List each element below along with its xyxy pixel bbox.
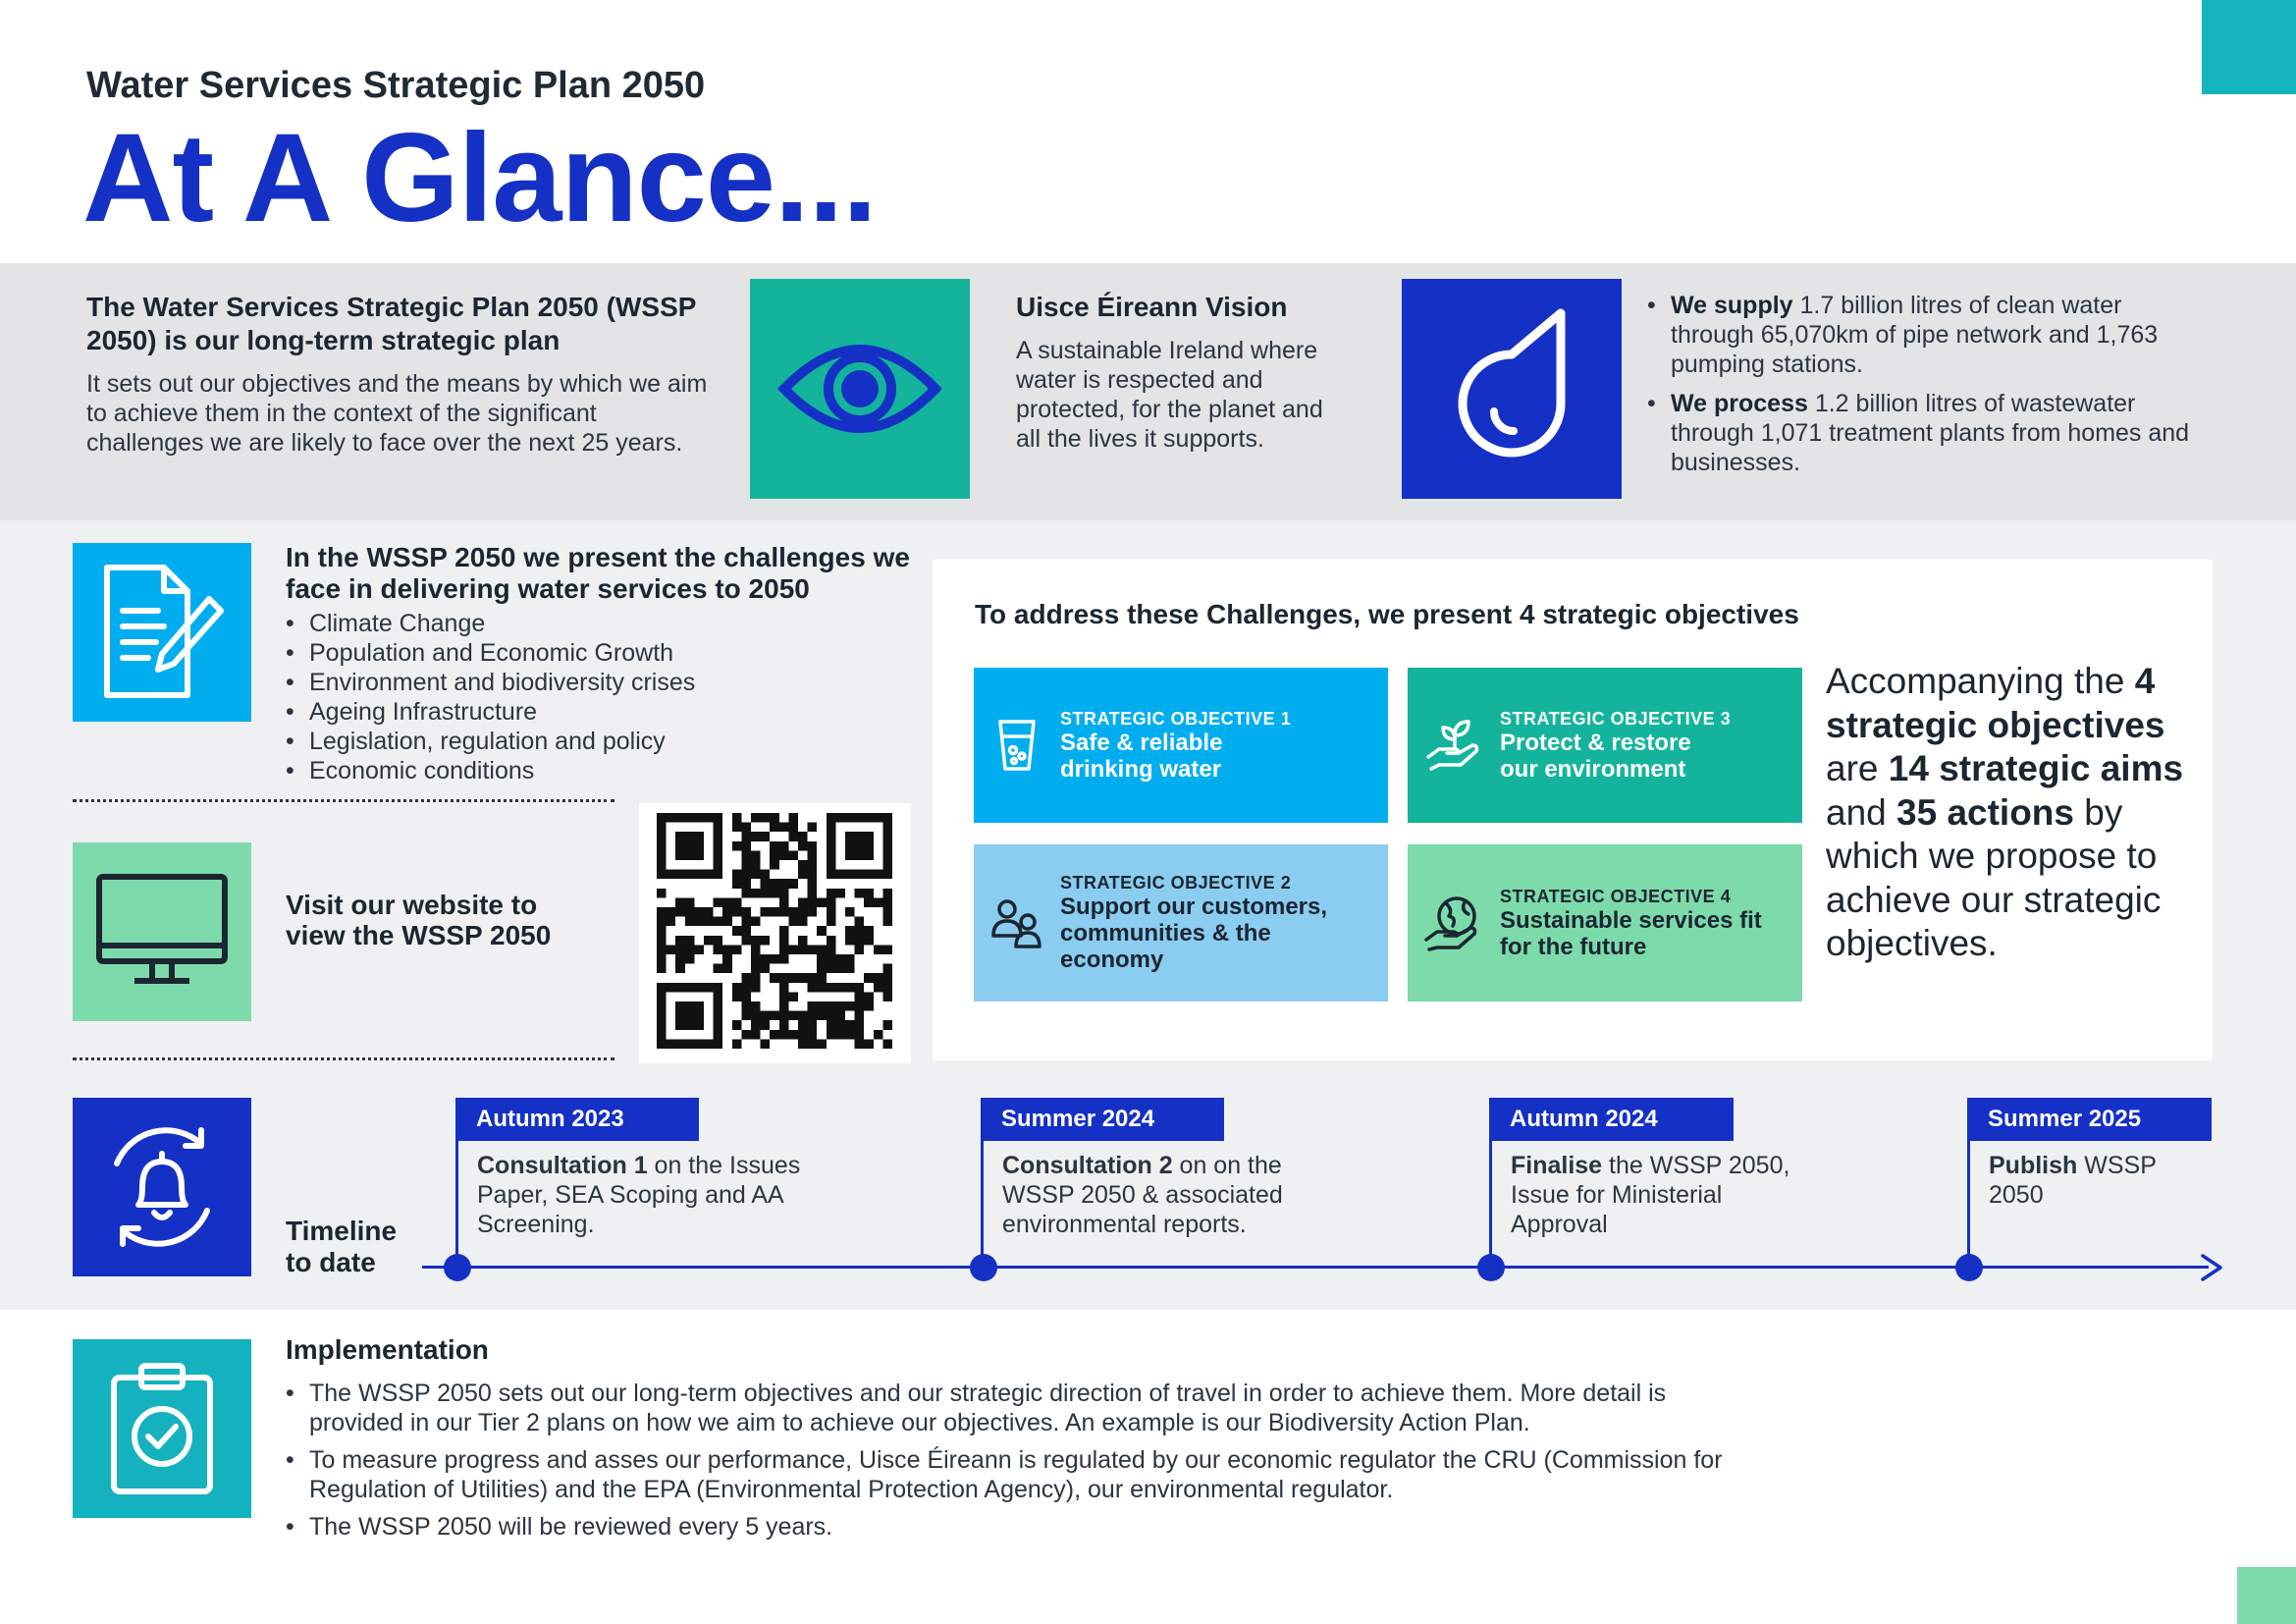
corner-accent-top (2202, 0, 2296, 94)
timeline-event: Publish WSSP 2050 (1989, 1152, 2157, 1209)
document-subtitle: Water Services Strategic Plan 2050 (86, 65, 706, 106)
timeline-axis (422, 1266, 2209, 1269)
implementation-heading: Implementation (286, 1334, 489, 1365)
timeline-stem (981, 1098, 984, 1267)
timeline-marker (1477, 1254, 1505, 1281)
timeline-marker (1955, 1254, 1983, 1281)
fact-process: We process 1.2 billion litres of wastewa… (1647, 389, 2197, 477)
objective-title: Protect & restore our environment (1500, 729, 1691, 783)
globe-hand-icon (1408, 894, 1500, 951)
objective-title: Support our customers, communities & the… (1060, 893, 1328, 973)
people-icon (974, 896, 1060, 949)
plant-hand-icon (1408, 718, 1500, 773)
list-item: Ageing Infrastructure (286, 697, 914, 727)
document-pen-icon (73, 543, 251, 722)
vision-heading: Uisce Éireann Vision (1016, 292, 1288, 322)
timeline-stem (1967, 1098, 1970, 1267)
implementation-list: The WSSP 2050 sets out our long-term obj… (286, 1379, 1738, 1542)
list-item: Climate Change (286, 609, 914, 638)
objective-label: STRATEGIC OBJECTIVE 2 (1060, 873, 1292, 893)
intro-heading: The Water Services Strategic Plan 2050 (… (86, 292, 696, 355)
eye-icon (750, 279, 970, 499)
water-glass-icon (974, 719, 1060, 772)
fact-supply: We supply 1.7 billion litres of clean wa… (1647, 291, 2197, 379)
list-item: The WSSP 2050 sets out our long-term obj… (286, 1379, 1738, 1437)
list-item: Economic conditions (286, 756, 914, 785)
intro-body: It sets out our objectives and the means… (86, 370, 708, 457)
list-item: Legislation, regulation and policy (286, 727, 914, 756)
page-title: At A Glance... (82, 108, 878, 248)
challenges-list: Climate Change Population and Economic G… (286, 609, 914, 785)
objective-4-card[interactable]: STRATEGIC OBJECTIVE 4 Sustainable servic… (1408, 844, 1802, 1001)
implementation-block: Implementation The WSSP 2050 sets out ou… (286, 1333, 1738, 1549)
timeline-arrow-icon (2201, 1254, 2222, 1281)
qr-code-image (657, 813, 892, 1049)
bell-refresh-icon (73, 1098, 251, 1276)
timeline-stem (1489, 1098, 1492, 1267)
water-drop-icon (1402, 279, 1622, 499)
timeline-date: Autumn 2023 (455, 1098, 699, 1141)
challenges-heading: In the WSSP 2050 we present the challeng… (286, 542, 910, 604)
website-link[interactable]: Visit our website to view the WSSP 2050 (286, 890, 552, 950)
qr-code[interactable] (639, 803, 911, 1063)
timeline-date: Summer 2024 (981, 1098, 1224, 1141)
timeline-stem (455, 1098, 458, 1267)
divider (73, 1057, 614, 1060)
objective-3-card[interactable]: STRATEGIC OBJECTIVE 3 Protect & restore … (1408, 668, 1802, 823)
monitor-icon (73, 842, 251, 1021)
vision-body: A sustainable Ireland where water is res… (1016, 337, 1323, 453)
divider (73, 799, 614, 802)
objectives-heading: To address these Challenges, we present … (975, 599, 1799, 629)
objective-label: STRATEGIC OBJECTIVE 4 (1500, 886, 1732, 906)
timeline-label: Timeline to date (286, 1216, 398, 1277)
list-item: The WSSP 2050 will be reviewed every 5 y… (286, 1512, 1738, 1542)
list-item: Population and Economic Growth (286, 638, 914, 668)
timeline-date: Autumn 2024 (1489, 1098, 1734, 1141)
timeline-event: Finalise the WSSP 2050, Issue for Minist… (1511, 1152, 1790, 1238)
list-item: To measure progress and asses our perfor… (286, 1445, 1738, 1504)
timeline-event: Consultation 2 on on the WSSP 2050 & ass… (1002, 1152, 1283, 1238)
objective-label: STRATEGIC OBJECTIVE 3 (1500, 708, 1732, 729)
timeline-marker (444, 1254, 471, 1281)
facts-block: We supply 1.7 billion litres of clean wa… (1647, 291, 2197, 477)
corner-accent-bottom (2237, 1567, 2296, 1624)
timeline-event: Consultation 1 on the Issues Paper, SEA … (477, 1152, 801, 1238)
challenges-block: In the WSSP 2050 we present the challeng… (286, 542, 914, 785)
objective-1-card[interactable]: STRATEGIC OBJECTIVE 1 Safe & reliable dr… (974, 668, 1388, 823)
timeline-marker (970, 1254, 997, 1281)
list-item: Environment and biodiversity crises (286, 668, 914, 697)
clipboard-check-icon (73, 1339, 251, 1518)
objective-title: Safe & reliable drinking water (1060, 729, 1223, 783)
accompanying-text: Accompanying the 4 strategic objectives … (1826, 661, 2184, 963)
objective-label: STRATEGIC OBJECTIVE 1 (1060, 708, 1292, 729)
objective-2-card[interactable]: STRATEGIC OBJECTIVE 2 Support our custom… (974, 844, 1388, 1001)
objective-title: Sustainable services fit for the future (1500, 906, 1762, 960)
intro-block: The Water Services Strategic Plan 2050 (… (86, 291, 715, 458)
vision-block: Uisce Éireann Vision A sustainable Irela… (1016, 291, 1350, 454)
timeline-date: Summer 2025 (1967, 1098, 2212, 1141)
